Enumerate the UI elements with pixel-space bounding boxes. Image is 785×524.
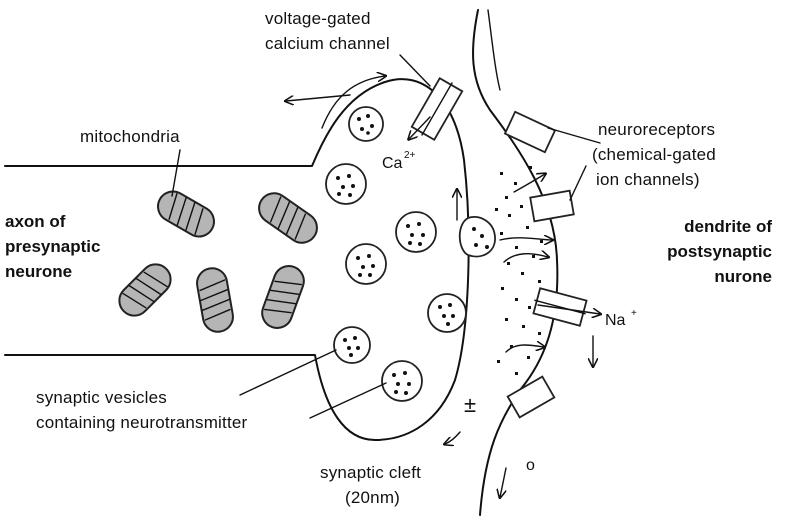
leader-lines: [171, 54, 601, 419]
synaptic-vesicle: [348, 106, 384, 142]
diffusion-arrow: [505, 345, 544, 353]
synaptic-vesicle: [427, 293, 467, 333]
label-axon-1: axon of: [5, 212, 66, 231]
neuroreceptor: [529, 189, 575, 223]
leftward-arrow: [286, 94, 351, 101]
synaptic-vesicle: [345, 243, 387, 285]
label-neuroreceptors-1: neuroreceptors: [598, 120, 715, 139]
dendrite-membrane-top: [487, 9, 501, 91]
label-neuroreceptors-2: (chemical-gated: [592, 145, 716, 164]
sodium-ion-charge: +: [631, 308, 637, 319]
calcium-channel: [410, 77, 464, 141]
label-dendrite-1: dendrite of: [684, 217, 772, 236]
mitochondria-group: [118, 190, 318, 333]
label-voltage-gated-1: voltage-gated: [265, 9, 371, 28]
label-mitochondria: mitochondria: [80, 127, 180, 146]
label-vesicles-1: synaptic vesicles: [36, 388, 167, 407]
synaptic-vesicle: [333, 326, 371, 364]
calcium-ion-charge: 2+: [404, 150, 416, 161]
calcium-ion-label: Ca: [382, 155, 403, 172]
label-cleft-1: synaptic cleft: [320, 463, 421, 482]
diffusion-arrow: [503, 254, 548, 263]
arrows: [286, 76, 600, 497]
fusing-vesicle: [458, 216, 496, 258]
neuroreceptor: [503, 110, 557, 154]
label-neuroreceptors-3: ion channels): [596, 170, 700, 189]
calcium-influx-arrow: [409, 116, 431, 139]
mitochondrion: [118, 263, 172, 317]
mitochondrion: [261, 265, 305, 329]
neurotransmitter-dots: [495, 166, 543, 375]
plus-minus-symbol: ±: [464, 392, 476, 417]
dendrite-membrane: [472, 9, 559, 516]
label-vesicles-2: containing neurotransmitter: [36, 413, 248, 432]
mitochondrion: [157, 190, 215, 238]
axon-upper-membrane: [4, 78, 470, 441]
label-axon-3: neurone: [5, 262, 72, 281]
synaptic-vesicle: [395, 211, 437, 253]
mitochondrion: [196, 267, 234, 333]
sodium-ion-label: Na: [605, 312, 626, 329]
neuroreceptor-open-channel: [532, 287, 588, 327]
synaptic-vesicle: [381, 360, 423, 402]
diffusion-arrow: [499, 238, 552, 240]
action-potential-arrow: [321, 76, 385, 129]
cleft-down-arrow: [500, 467, 507, 497]
small-circle-symbol: o: [526, 457, 535, 474]
sodium-influx-arrow: [537, 304, 600, 314]
axon-return-arrow: [445, 431, 461, 444]
diffusion-arrow: [513, 174, 545, 193]
mitochondrion: [258, 192, 318, 244]
text-labels: voltage-gated calcium channel mitochondr…: [5, 9, 772, 507]
vesicles-group: [325, 106, 496, 402]
label-dendrite-2: postsynaptic: [667, 242, 772, 261]
label-dendrite-3: nurone: [714, 267, 772, 286]
label-axon-2: presynaptic: [5, 237, 100, 256]
neuroreceptor: [506, 375, 556, 419]
label-cleft-2: (20nm): [345, 488, 400, 507]
label-voltage-gated-2: calcium channel: [265, 34, 390, 53]
synaptic-vesicle: [325, 163, 367, 205]
